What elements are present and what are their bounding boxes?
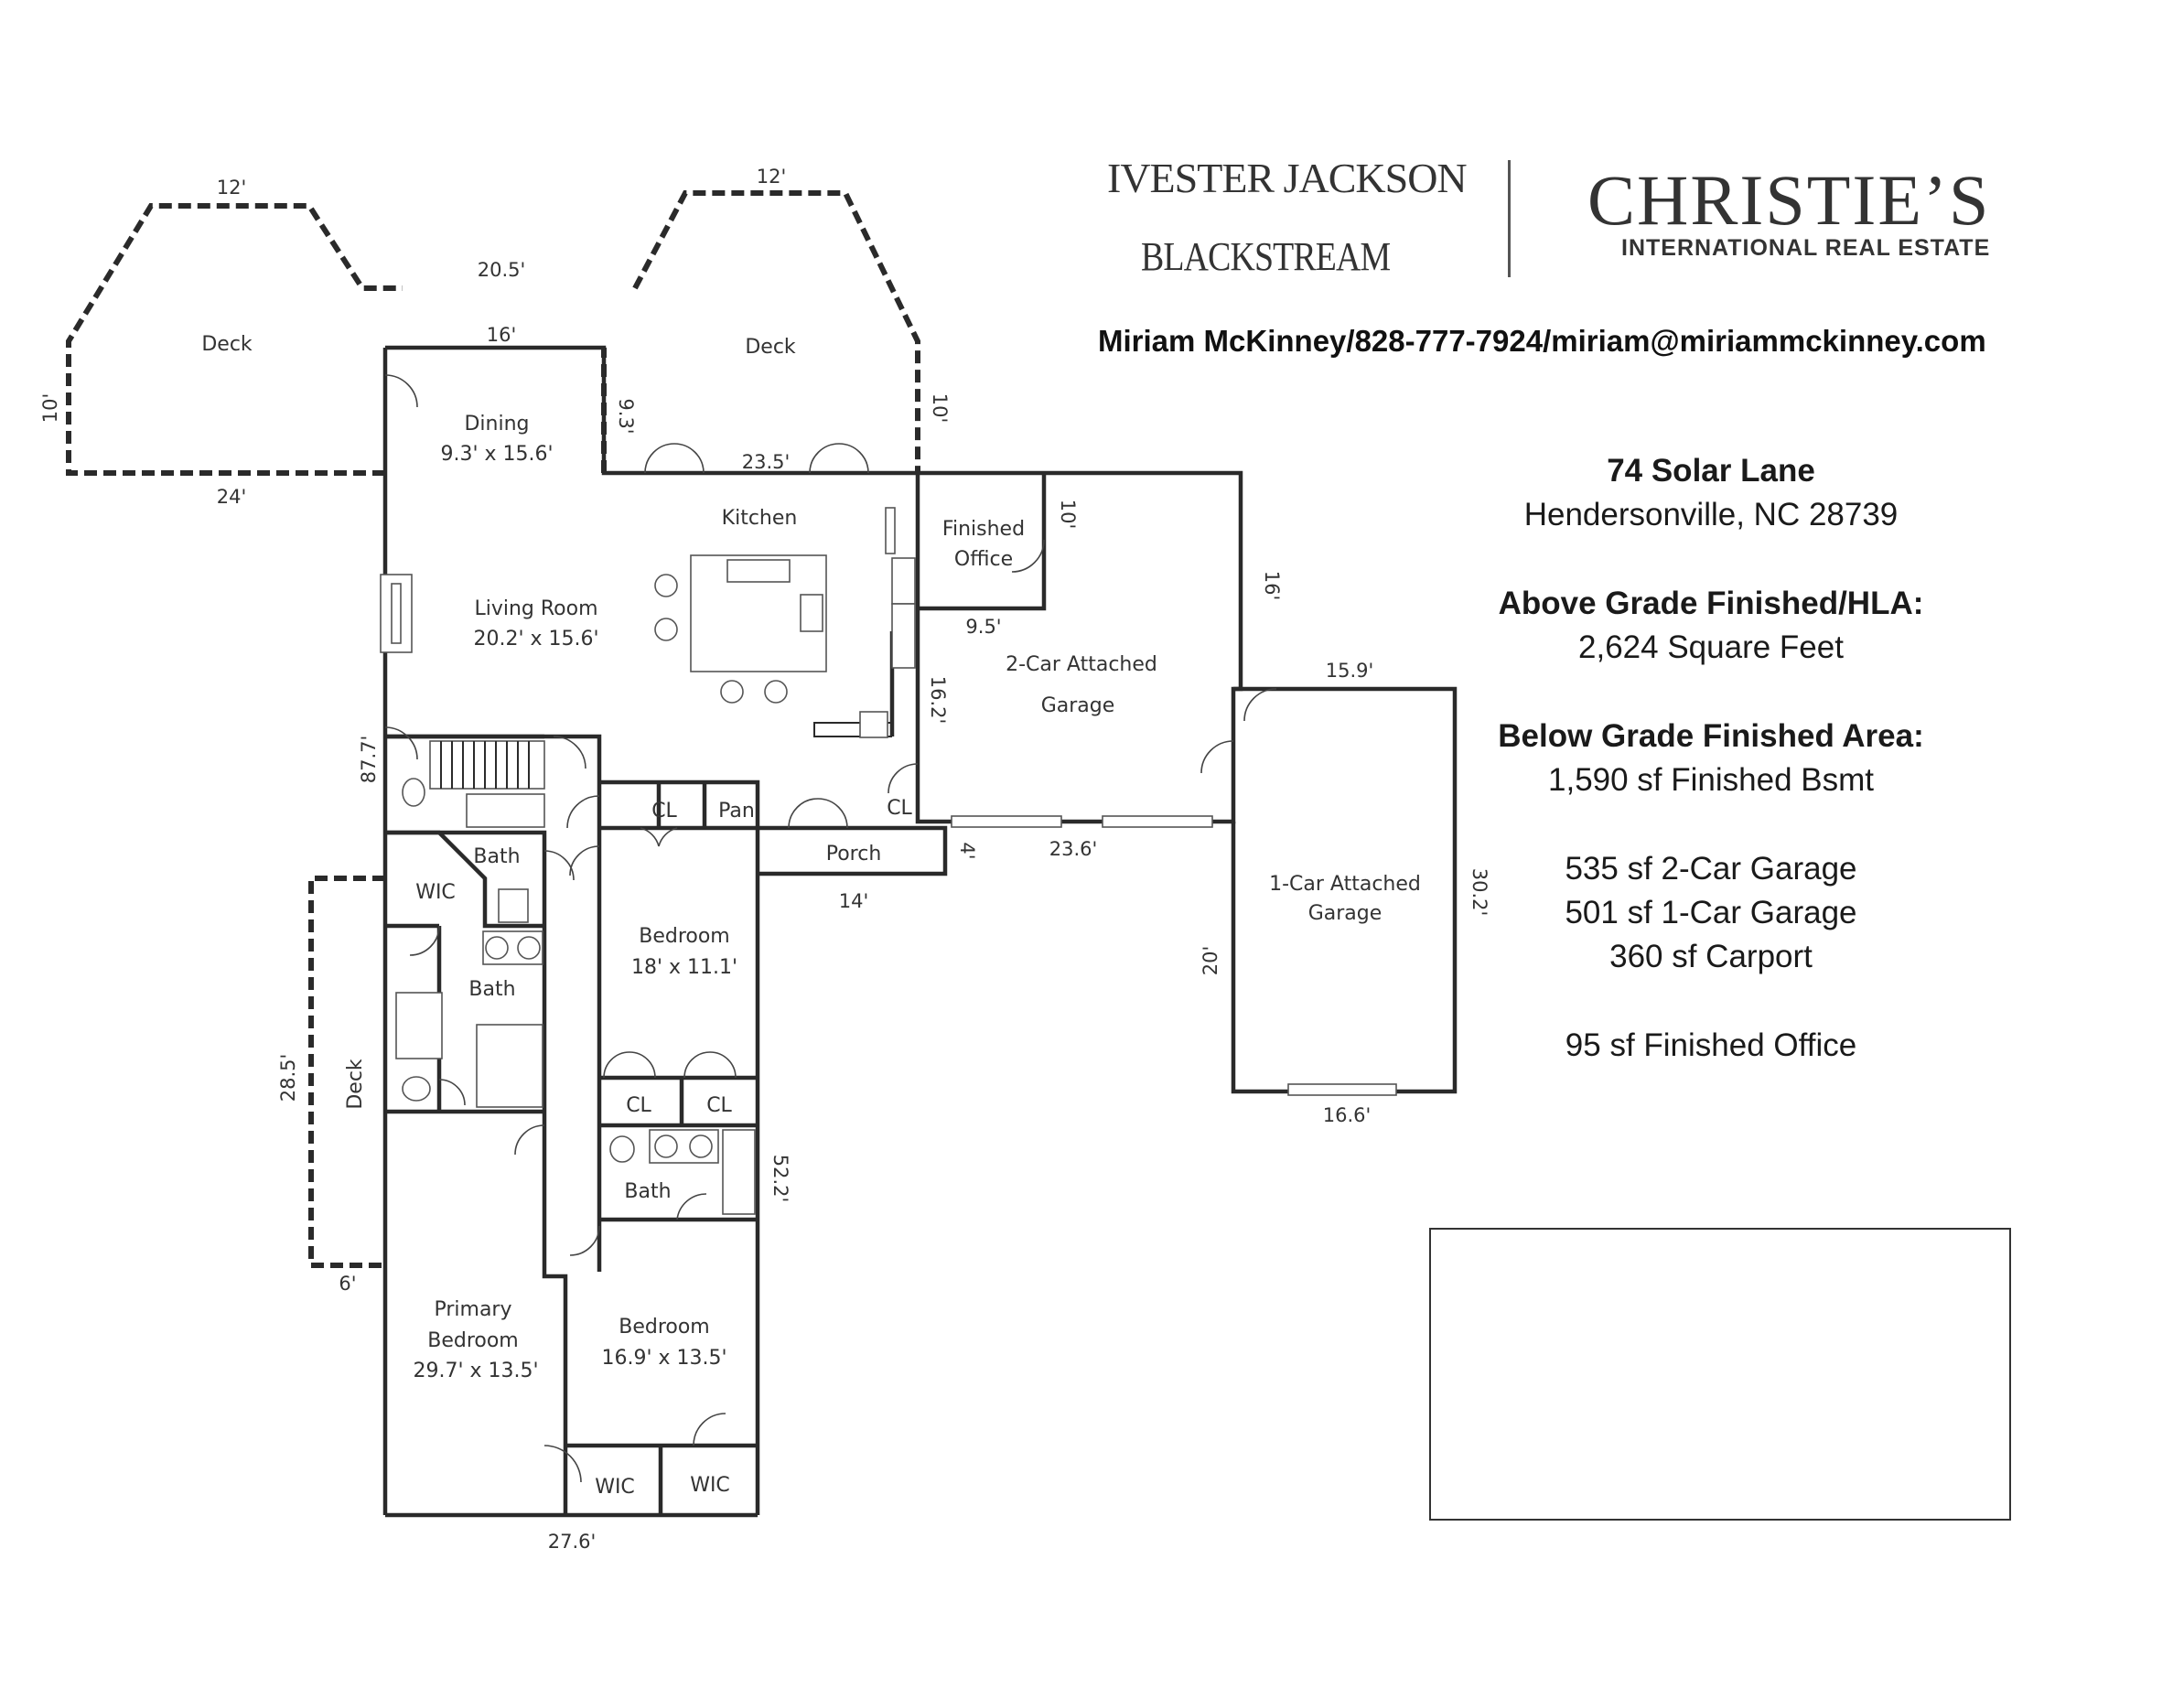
garage1-door bbox=[1287, 1083, 1397, 1096]
primary-bedroom-label-line2: Bedroom bbox=[427, 1329, 519, 1352]
garage2-door-a bbox=[951, 815, 1062, 828]
primary-wall bbox=[542, 1272, 568, 1515]
office-area: 95 sf Finished Office bbox=[1565, 1027, 1857, 1063]
garage2-area: 535 sf 2-Car Garage bbox=[1565, 851, 1857, 887]
bath-wic-wall bbox=[385, 830, 544, 929]
closet-porch-label: CL bbox=[887, 797, 912, 820]
dim-52-2: 52.2' bbox=[769, 1155, 791, 1203]
kitchen-island bbox=[690, 554, 827, 672]
dim-10-left: 10' bbox=[39, 393, 61, 424]
dim-12-left: 12' bbox=[217, 177, 247, 199]
below-grade-value: 1,590 sf Finished Bsmt bbox=[1548, 762, 1874, 798]
dim-4: 4' bbox=[956, 842, 978, 859]
dim-16-garage: 16' bbox=[1261, 571, 1283, 601]
above-grade-value: 2,624 Square Feet bbox=[1578, 629, 1844, 665]
kitchen-appliances bbox=[859, 507, 916, 738]
garage2-label-line1: 2-Car Attached bbox=[1006, 653, 1157, 676]
deck-right-label: Deck bbox=[745, 336, 796, 359]
closet-row-wall bbox=[599, 779, 760, 828]
dim-28-5: 28.5' bbox=[277, 1054, 299, 1102]
office-outline bbox=[918, 473, 1047, 611]
primary-bedroom-dimensions: 29.7' x 13.5' bbox=[413, 1360, 538, 1382]
bar-stools bbox=[654, 574, 788, 704]
closet3-label: CL bbox=[706, 1094, 732, 1117]
wic3-label: WIC bbox=[690, 1474, 730, 1497]
kitchen-label: Kitchen bbox=[722, 507, 798, 530]
bath1-label: Bath bbox=[473, 845, 520, 868]
dim-15-9: 15.9' bbox=[1326, 660, 1374, 682]
dim-23-5: 23.5' bbox=[742, 451, 791, 473]
deck-left-label: Deck bbox=[201, 333, 253, 356]
main-house-outline bbox=[385, 345, 920, 736]
pantry-label: Pan bbox=[718, 800, 755, 822]
below-grade-title: Below Grade Finished Area: bbox=[1498, 718, 1924, 754]
primary-bedroom-label-line1: Primary bbox=[434, 1298, 511, 1321]
staircase bbox=[429, 740, 545, 790]
dim-87-7: 87.7' bbox=[358, 736, 380, 784]
bath3-label: Bath bbox=[624, 1180, 671, 1203]
porch-outline bbox=[758, 825, 948, 876]
address-line1: 74 Solar Lane bbox=[1607, 453, 1815, 489]
deck-side-label: Deck bbox=[344, 1059, 367, 1110]
wic1-label: WIC bbox=[415, 881, 456, 904]
garage1-label-line1: 1-Car Attached bbox=[1269, 873, 1421, 896]
logo-divider bbox=[1508, 160, 1511, 277]
christies-logo: CHRISTIE’S bbox=[1587, 160, 1991, 240]
dim-16-dining: 16' bbox=[487, 324, 517, 346]
dim-16-6: 16.6' bbox=[1323, 1104, 1372, 1126]
living-room-dimensions: 20.2' x 15.6' bbox=[473, 628, 598, 650]
garage1-outline bbox=[1231, 686, 1458, 1094]
dim-20: 20' bbox=[1200, 946, 1221, 976]
dining-label: Dining bbox=[464, 413, 529, 435]
dim-16-2: 16.2' bbox=[927, 676, 949, 725]
garage2-door-b bbox=[1102, 815, 1213, 828]
dim-20-5: 20.5' bbox=[478, 259, 526, 281]
blank-frame bbox=[1429, 1228, 2011, 1521]
dim-9-3: 9.3' bbox=[615, 398, 637, 434]
bath2-fixtures bbox=[395, 930, 543, 1108]
dim-27-6: 27.6' bbox=[548, 1531, 597, 1553]
dim-9-5: 9.5' bbox=[965, 616, 1001, 638]
address-line2: Hendersonville, NC 28739 bbox=[1523, 497, 1899, 532]
dining-dimensions: 9.3' x 15.6' bbox=[440, 443, 553, 466]
office-label-line2: Office bbox=[954, 548, 1013, 571]
closet1-label: CL bbox=[651, 800, 677, 822]
above-grade-title: Above Grade Finished/HLA: bbox=[1498, 586, 1924, 621]
dim-10-right: 10' bbox=[929, 393, 951, 424]
carport-area: 360 sf Carport bbox=[1609, 939, 1813, 974]
christies-subtitle: INTERNATIONAL REAL ESTATE bbox=[1621, 235, 1991, 261]
dim-12-right: 12' bbox=[757, 166, 787, 188]
dim-30-2: 30.2' bbox=[1469, 868, 1490, 917]
deck-right-outline bbox=[632, 190, 920, 473]
fireplace bbox=[380, 574, 413, 653]
bedroom1-dimensions: 18' x 11.1' bbox=[631, 956, 737, 979]
wic2-label: WIC bbox=[595, 1476, 635, 1499]
garage2-label-line2: Garage bbox=[1041, 694, 1115, 717]
bedroom2-label: Bedroom bbox=[619, 1316, 710, 1339]
agent-contact: Miriam McKinney/828-777-7924/miriam@miri… bbox=[1098, 324, 1986, 358]
ivester-jackson-logo: IVESTER JACKSON bbox=[1107, 155, 1468, 201]
bedroom2-dimensions: 16.9' x 13.5' bbox=[601, 1347, 726, 1370]
garage1-area: 501 sf 1-Car Garage bbox=[1565, 895, 1857, 930]
closet2-label: CL bbox=[626, 1094, 651, 1117]
bath3-fixtures bbox=[609, 1129, 756, 1215]
dim-10-office: 10' bbox=[1057, 500, 1079, 530]
door-swings bbox=[384, 374, 1277, 1483]
dim-6: 6' bbox=[339, 1273, 356, 1295]
dim-14: 14' bbox=[839, 890, 869, 912]
garage1-label-line2: Garage bbox=[1308, 902, 1382, 925]
bath2-label: Bath bbox=[468, 978, 515, 1001]
deck-left-outline bbox=[66, 203, 403, 476]
dim-23-6: 23.6' bbox=[1049, 838, 1098, 860]
bath1-fixtures bbox=[402, 778, 545, 923]
office-label-line1: Finished bbox=[942, 518, 1025, 541]
dim-24: 24' bbox=[217, 486, 247, 508]
living-room-label: Living Room bbox=[474, 597, 597, 620]
bedroom1-label: Bedroom bbox=[639, 925, 730, 948]
blackstream-logo: BLACKSTREAM bbox=[1141, 234, 1391, 279]
porch-label: Porch bbox=[826, 843, 882, 866]
